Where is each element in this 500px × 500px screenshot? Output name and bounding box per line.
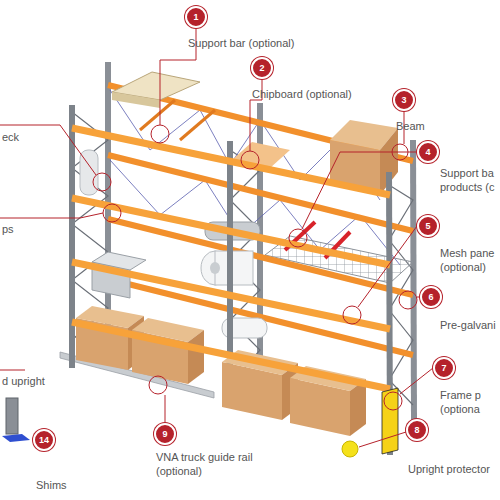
callout-number: 7	[435, 359, 453, 377]
callout-circle: 9VNA truck guide rail (optional)	[154, 423, 176, 445]
shim	[2, 434, 30, 442]
beam	[72, 322, 390, 389]
part-name: Shims	[36, 478, 96, 492]
part-name: Pre-galvani	[440, 318, 498, 332]
callout-number: 8	[408, 421, 426, 439]
beam	[72, 198, 390, 265]
part-name: Support ba products (c	[440, 166, 498, 194]
leader-line	[0, 370, 25, 371]
callout-number: 6	[422, 288, 440, 306]
part-name: Support bar (optional)	[188, 36, 388, 50]
carton-box	[188, 330, 204, 384]
callout-circle: 2Chipboard (optional)	[251, 57, 273, 79]
callout-circle: 4Support ba products (c	[417, 141, 439, 163]
beam	[72, 128, 390, 195]
roll	[210, 262, 220, 274]
callout-circle: 7Frame p (optiona	[433, 357, 455, 379]
part-name: Beam	[396, 119, 456, 133]
part-name: Frame p (optiona	[440, 388, 498, 416]
leader-line	[358, 226, 417, 307]
callout-number: 4	[419, 143, 437, 161]
leader-line	[0, 125, 96, 175]
callout-number: 9	[156, 425, 174, 443]
callout-ring	[103, 204, 121, 222]
part-name: eck	[2, 130, 19, 144]
callout-ring	[241, 151, 259, 169]
leader-line	[359, 432, 406, 447]
callout-circle: 5Mesh pane (optional)	[417, 215, 439, 237]
callout-number: 14	[35, 431, 53, 449]
callout-ring	[343, 306, 361, 324]
leader-line	[165, 395, 166, 423]
callout-number: 2	[253, 59, 271, 77]
callout-circle: 1Support bar (optional)	[185, 6, 207, 28]
callout-ring	[384, 392, 402, 410]
upright-protector	[342, 441, 358, 457]
beam	[72, 262, 390, 329]
callout-ring	[151, 125, 169, 143]
frame-bracing	[72, 112, 108, 340]
callout-ring	[289, 229, 307, 247]
callout-number: 1	[187, 8, 205, 26]
callout-circle: 14Shims	[33, 429, 55, 451]
part-name: Mesh pane (optional)	[440, 246, 498, 274]
callout-circle: 8Upright protector	[406, 419, 428, 441]
leader-line	[302, 152, 417, 229]
callout-ring	[93, 173, 111, 191]
part-name: VNA truck guide rail (optional)	[156, 450, 276, 478]
callout-number: 3	[395, 91, 413, 109]
carton-box	[350, 379, 366, 436]
support-bar	[180, 110, 215, 140]
upright-detail	[6, 398, 18, 434]
callout-ring	[149, 376, 167, 394]
part-name: ps	[2, 222, 14, 236]
callout-circle: 6Pre-galvani	[420, 286, 442, 308]
callout-number: 5	[419, 217, 437, 235]
part-name: Chipboard (optional)	[252, 87, 452, 101]
roll	[215, 251, 253, 285]
part-name: Upright protector	[408, 462, 500, 476]
leader-line	[400, 368, 433, 394]
pallet	[112, 92, 160, 108]
callout-ring	[399, 291, 417, 309]
callout-circle: 3Beam	[393, 89, 415, 111]
leader-line	[0, 213, 103, 218]
upright	[413, 140, 414, 420]
part-name: d upright	[2, 374, 45, 388]
